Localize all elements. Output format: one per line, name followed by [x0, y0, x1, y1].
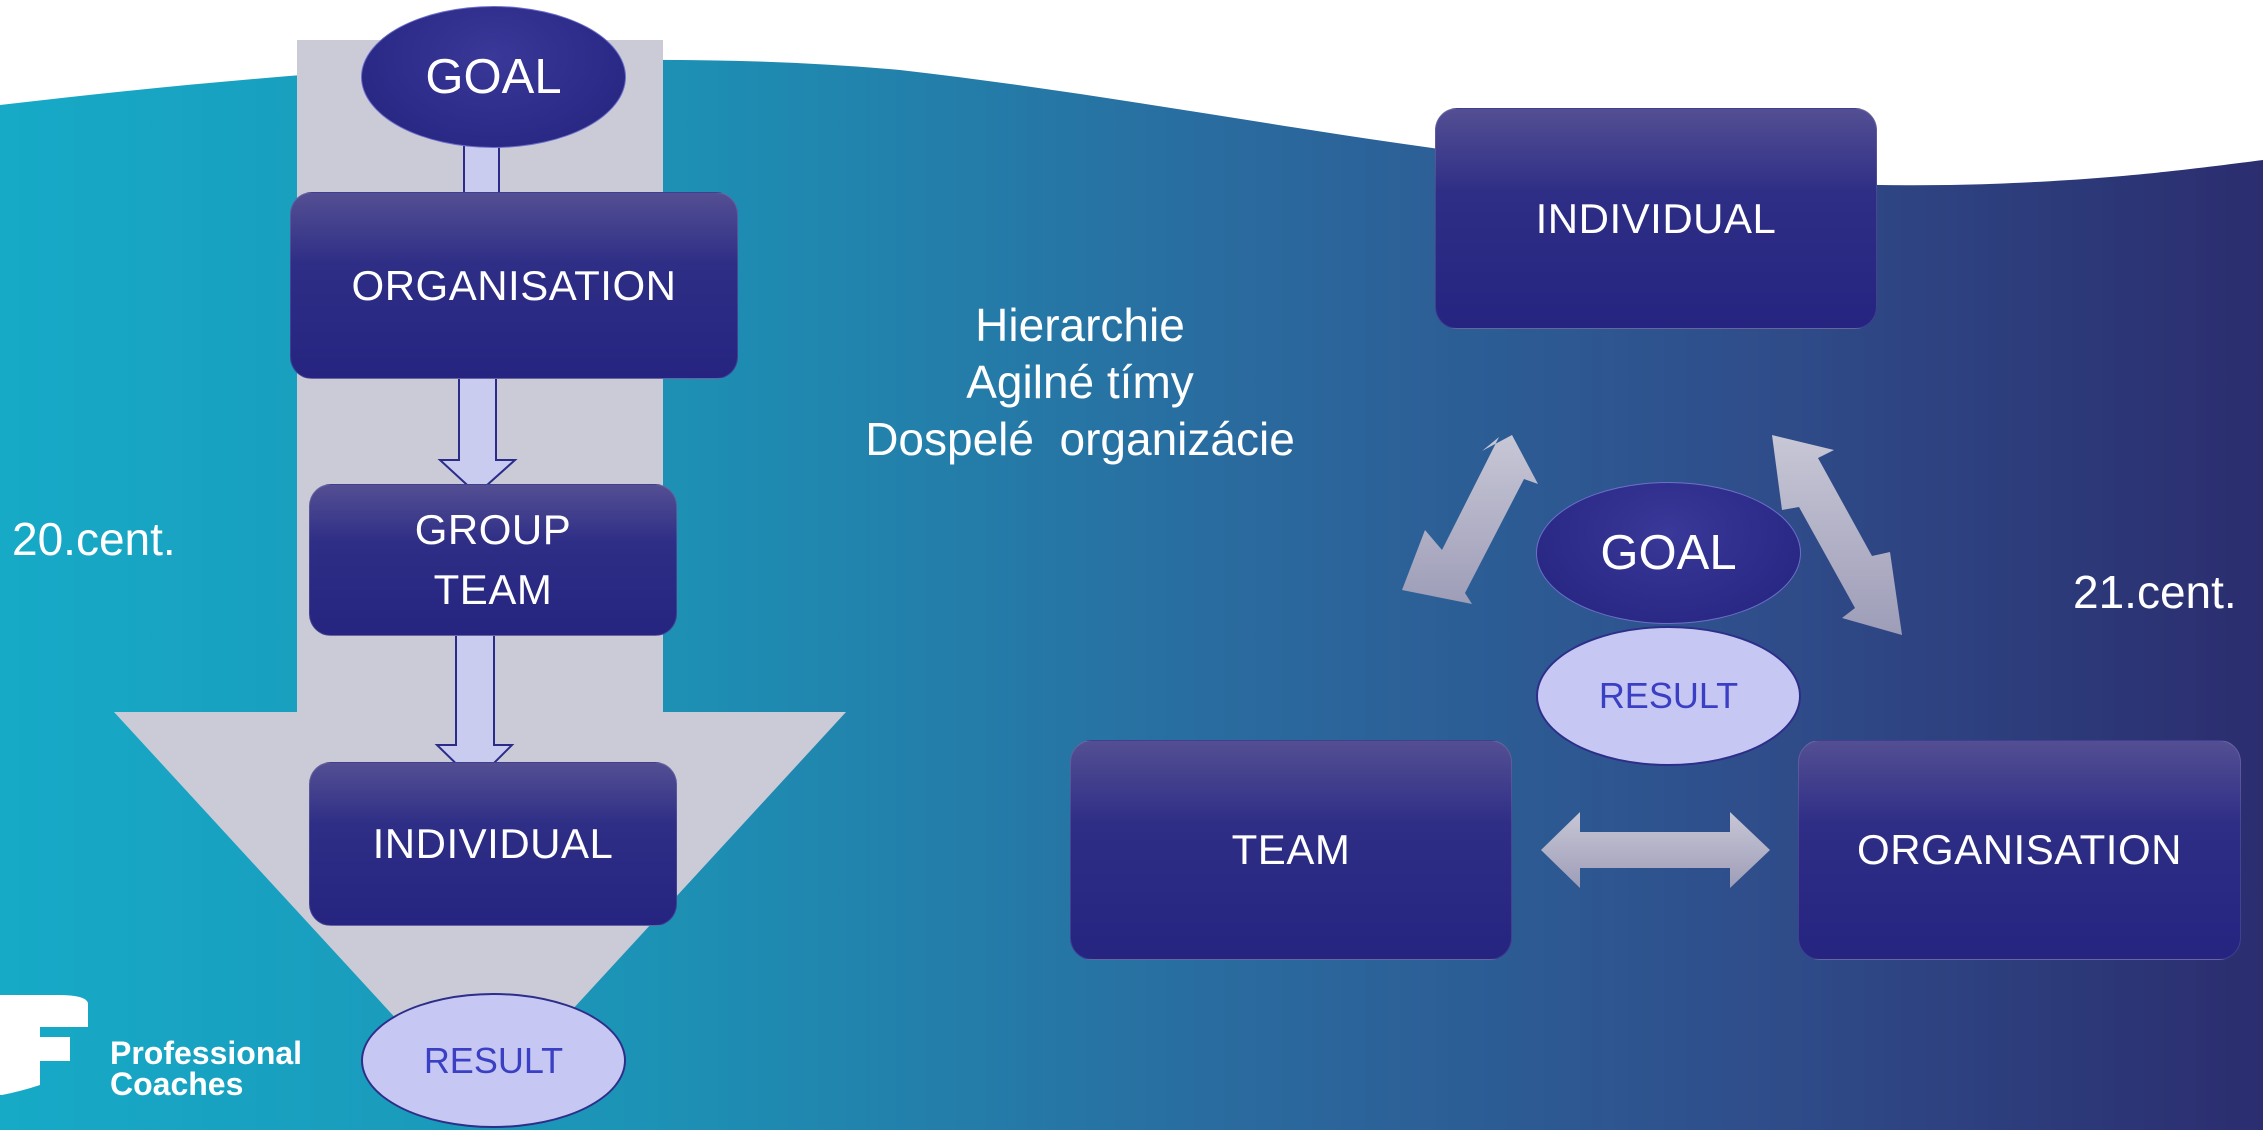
left-result-label: RESULT — [423, 1039, 564, 1081]
right-goal-label: GOAL — [1600, 526, 1737, 580]
center-line-hierarchie: Hierarchie — [975, 299, 1185, 351]
left-group-team-box: GROUP TEAM — [309, 484, 677, 636]
left-organisation-label: ORGANISATION — [351, 261, 677, 309]
right-individual-box: INDIVIDUAL — [1435, 108, 1877, 329]
right-organisation-box: ORGANISATION — [1798, 740, 2241, 960]
logo-text: Professional Coaches — [110, 1035, 303, 1102]
double-arrow-left-diagonal — [1402, 435, 1538, 604]
center-line-agilne-timy: Agilné tímy — [966, 356, 1194, 408]
logo-text-line1: Professional — [110, 1035, 303, 1071]
right-organisation-label: ORGANISATION — [1857, 826, 2182, 873]
center-text-block: Hierarchie Agilné tímy Dospelé organizác… — [830, 297, 1330, 468]
left-goal-label: GOAL — [425, 50, 562, 104]
small-down-arrow-2 — [437, 372, 518, 496]
logo-text-line2: Coaches — [110, 1066, 244, 1102]
right-result-ellipse: RESULT — [1536, 626, 1801, 766]
era-label-20th-century: 20.cent. — [12, 513, 176, 565]
left-team-label: TEAM — [433, 566, 553, 613]
left-group-label: GROUP — [414, 506, 572, 553]
double-arrow-horizontal — [1541, 812, 1770, 888]
right-team-label: TEAM — [1231, 826, 1351, 873]
professional-coaches-logo-icon — [0, 995, 88, 1095]
right-goal-ellipse: GOAL — [1536, 482, 1801, 624]
left-result-ellipse: RESULT — [361, 993, 626, 1128]
left-individual-label: INDIVIDUAL — [372, 820, 614, 867]
right-result-label: RESULT — [1598, 675, 1739, 716]
left-organisation-box: ORGANISATION — [290, 192, 738, 379]
right-team-box: TEAM — [1070, 740, 1512, 960]
left-individual-box: INDIVIDUAL — [309, 762, 677, 926]
left-goal-ellipse: GOAL — [361, 6, 626, 148]
era-label-21st-century: 21.cent. — [2073, 566, 2237, 618]
double-arrow-right-diagonal — [1772, 435, 1902, 635]
center-line-dospele-organizacie: Dospelé organizácie — [865, 413, 1295, 465]
right-individual-label: INDIVIDUAL — [1535, 194, 1777, 242]
